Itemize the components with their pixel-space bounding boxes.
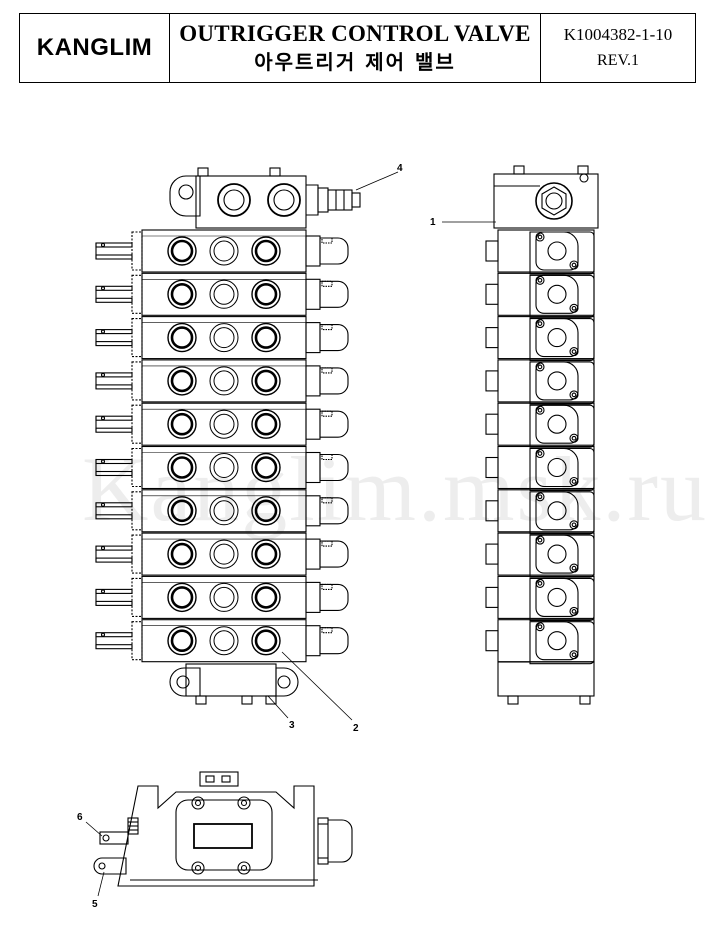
outlet-end (169, 663, 299, 705)
detail-view (93, 771, 353, 887)
port (251, 236, 281, 266)
side-sections (485, 229, 595, 665)
spool-cap (319, 627, 349, 655)
side-section (485, 575, 595, 621)
leader-lines (85, 171, 496, 897)
port (209, 323, 239, 353)
front-view (95, 167, 361, 705)
valve-section (95, 619, 349, 663)
spool-cap (319, 497, 349, 525)
port (251, 452, 281, 483)
port (251, 496, 281, 526)
drawing-title-ko: 아우트리거 제어 밸브 (254, 50, 456, 74)
valve-section (95, 359, 349, 403)
port (209, 409, 239, 439)
relief-valve-plug (327, 189, 353, 211)
port (167, 366, 197, 396)
port (251, 539, 281, 569)
port (251, 279, 281, 309)
valve-section (95, 532, 349, 576)
callout-1: 1 (430, 217, 436, 228)
port (209, 539, 239, 569)
callout-3: 3 (289, 720, 295, 731)
logo-cell: KANGLIM (20, 14, 170, 82)
revision-label: REV.1 (597, 52, 639, 69)
valve-section (95, 489, 349, 533)
side-inlet-head (493, 165, 599, 229)
spool-cap (319, 540, 349, 568)
port (167, 496, 197, 526)
spool-handle (99, 831, 129, 845)
port (251, 322, 281, 353)
flange (535, 318, 579, 358)
side-view (485, 165, 599, 705)
title-cell: OUTRIGGER CONTROL VALVE 아우트리거 제어 밸브 (170, 14, 541, 82)
port (167, 279, 197, 309)
side-section (485, 489, 595, 535)
callout-6: 6 (77, 812, 83, 823)
callout-4: 4 (397, 163, 403, 174)
port (167, 322, 197, 353)
flange (535, 577, 579, 617)
callout-2: 2 (353, 723, 359, 734)
port (167, 626, 197, 656)
valve-section (95, 445, 349, 490)
port (167, 236, 197, 266)
flange (535, 361, 579, 401)
flange (535, 231, 579, 271)
port (167, 452, 197, 483)
port (209, 582, 239, 612)
side-section (485, 359, 595, 405)
flange (535, 274, 579, 314)
port (209, 236, 239, 266)
port (209, 279, 239, 309)
port (167, 582, 197, 613)
callout-5: 5 (92, 899, 98, 910)
port (209, 496, 239, 526)
port (251, 626, 281, 656)
front-sections (95, 229, 349, 663)
side-section (485, 402, 595, 448)
port (209, 366, 239, 396)
valve-section (95, 272, 349, 316)
port (251, 366, 281, 396)
valve-section (95, 229, 349, 273)
side-outlet-end (497, 661, 595, 705)
flange (535, 534, 579, 574)
side-section (485, 316, 595, 362)
side-section (485, 532, 595, 578)
flange (535, 491, 579, 531)
spool-cap (319, 367, 349, 395)
port (209, 626, 239, 656)
flange (535, 447, 579, 488)
side-section (485, 272, 595, 318)
spool-cap (319, 324, 349, 352)
side-section (485, 619, 595, 665)
drawing-title-en: OUTRIGGER CONTROL VALVE (179, 21, 531, 46)
port (251, 582, 281, 613)
valve-section (95, 575, 349, 619)
valve-section (95, 316, 349, 360)
spool-cap (319, 410, 349, 438)
port (251, 409, 281, 439)
inlet-head (169, 167, 361, 229)
title-block: KANGLIM OUTRIGGER CONTROL VALVE 아우트리거 제어… (19, 13, 696, 83)
flange (535, 404, 579, 444)
port (167, 539, 197, 569)
flange (535, 621, 579, 661)
port (209, 453, 239, 482)
valve-section (95, 402, 349, 446)
spool-cap (319, 280, 349, 308)
document-number: K1004382-1-10 (563, 25, 673, 44)
company-logo: KANGLIM (36, 34, 153, 61)
side-section (485, 445, 595, 492)
spool-cap (319, 583, 349, 611)
spool-cap (319, 237, 349, 265)
side-section (485, 229, 595, 275)
port (167, 409, 197, 439)
spool-cap (319, 453, 349, 482)
doc-cell: K1004382-1-10 REV.1 (541, 14, 695, 82)
